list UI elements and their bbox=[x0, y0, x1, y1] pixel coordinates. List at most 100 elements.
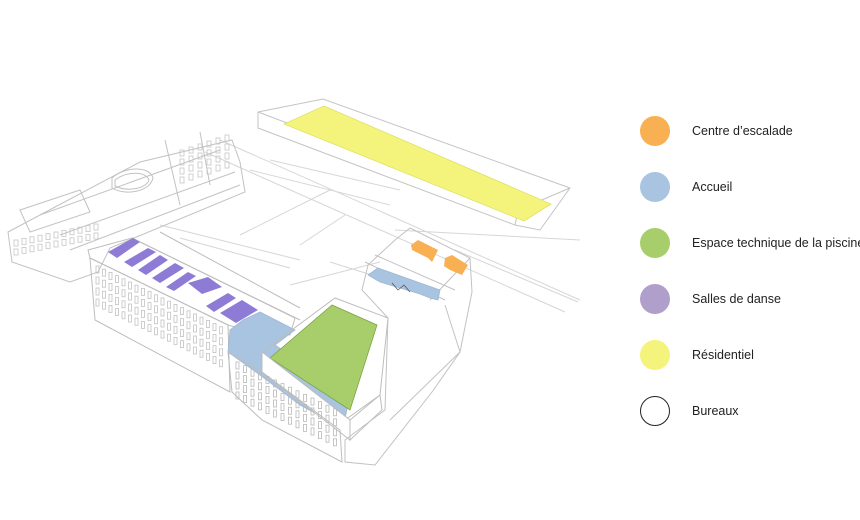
window bbox=[212, 334, 217, 343]
window bbox=[37, 234, 43, 242]
swatch-yellow-icon bbox=[640, 340, 670, 370]
window bbox=[250, 378, 255, 387]
window bbox=[206, 158, 212, 166]
window bbox=[325, 434, 330, 443]
window bbox=[280, 413, 285, 422]
window bbox=[173, 325, 178, 334]
window bbox=[180, 318, 184, 327]
window bbox=[288, 386, 292, 395]
window bbox=[154, 327, 158, 336]
window bbox=[180, 340, 184, 349]
window bbox=[167, 322, 171, 331]
window bbox=[199, 338, 204, 347]
window bbox=[160, 308, 165, 317]
window bbox=[21, 237, 27, 245]
window bbox=[173, 303, 178, 312]
window bbox=[95, 265, 100, 274]
window bbox=[154, 294, 158, 303]
window bbox=[102, 301, 106, 310]
window bbox=[310, 417, 315, 426]
window bbox=[310, 397, 315, 406]
window bbox=[85, 234, 91, 242]
legend-item-dance: Salles de danse bbox=[640, 282, 781, 316]
window bbox=[141, 309, 145, 318]
window bbox=[197, 161, 203, 169]
window bbox=[199, 327, 204, 336]
window bbox=[310, 407, 315, 416]
window bbox=[288, 416, 292, 425]
window bbox=[295, 390, 300, 399]
window bbox=[243, 395, 247, 404]
window bbox=[108, 282, 113, 291]
window bbox=[212, 345, 217, 354]
window bbox=[13, 239, 19, 247]
window bbox=[108, 293, 113, 302]
window bbox=[197, 152, 203, 160]
lower-facade bbox=[227, 351, 343, 463]
window bbox=[265, 395, 270, 404]
window bbox=[318, 431, 322, 440]
window bbox=[180, 329, 184, 338]
window bbox=[303, 393, 307, 402]
window bbox=[173, 336, 178, 345]
window bbox=[128, 314, 132, 323]
window bbox=[318, 401, 322, 410]
window bbox=[325, 424, 330, 433]
historic-building-windows bbox=[13, 134, 230, 256]
window bbox=[121, 300, 126, 309]
legend-item-accueil: Accueil bbox=[640, 170, 732, 204]
window bbox=[206, 167, 212, 175]
window bbox=[295, 400, 300, 409]
window bbox=[273, 399, 277, 408]
swatch-purple-icon bbox=[640, 284, 670, 314]
window bbox=[93, 223, 99, 231]
window bbox=[186, 310, 191, 319]
window bbox=[235, 391, 240, 400]
long-wing-windows bbox=[95, 265, 223, 368]
window bbox=[179, 158, 185, 166]
window bbox=[121, 311, 126, 320]
window bbox=[108, 271, 113, 280]
window bbox=[193, 335, 197, 344]
window bbox=[206, 341, 210, 350]
swatch-outline-icon bbox=[640, 396, 670, 426]
window bbox=[95, 276, 100, 285]
window bbox=[160, 297, 165, 306]
window bbox=[333, 418, 337, 427]
window bbox=[121, 278, 126, 287]
window bbox=[212, 323, 217, 332]
window bbox=[53, 231, 59, 239]
window bbox=[219, 359, 223, 368]
window bbox=[128, 292, 132, 301]
window bbox=[147, 313, 152, 322]
window bbox=[325, 414, 330, 423]
window bbox=[160, 330, 165, 339]
window bbox=[134, 284, 139, 293]
window bbox=[180, 307, 184, 316]
window bbox=[243, 365, 247, 374]
window bbox=[179, 176, 185, 184]
window bbox=[121, 289, 126, 298]
window bbox=[13, 248, 19, 256]
window bbox=[154, 316, 158, 325]
window bbox=[61, 229, 67, 237]
window bbox=[318, 421, 322, 430]
window bbox=[141, 320, 145, 329]
window bbox=[288, 396, 292, 405]
window bbox=[258, 382, 262, 391]
residential-block bbox=[257, 98, 571, 231]
window bbox=[77, 235, 83, 243]
window bbox=[45, 242, 51, 250]
window bbox=[147, 291, 152, 300]
climbing-centre bbox=[411, 240, 468, 275]
window bbox=[224, 152, 230, 160]
window bbox=[193, 313, 197, 322]
accueil-annex bbox=[367, 267, 441, 301]
window bbox=[212, 356, 217, 365]
window bbox=[115, 286, 119, 295]
window bbox=[154, 305, 158, 314]
window bbox=[303, 403, 307, 412]
window bbox=[295, 410, 300, 419]
